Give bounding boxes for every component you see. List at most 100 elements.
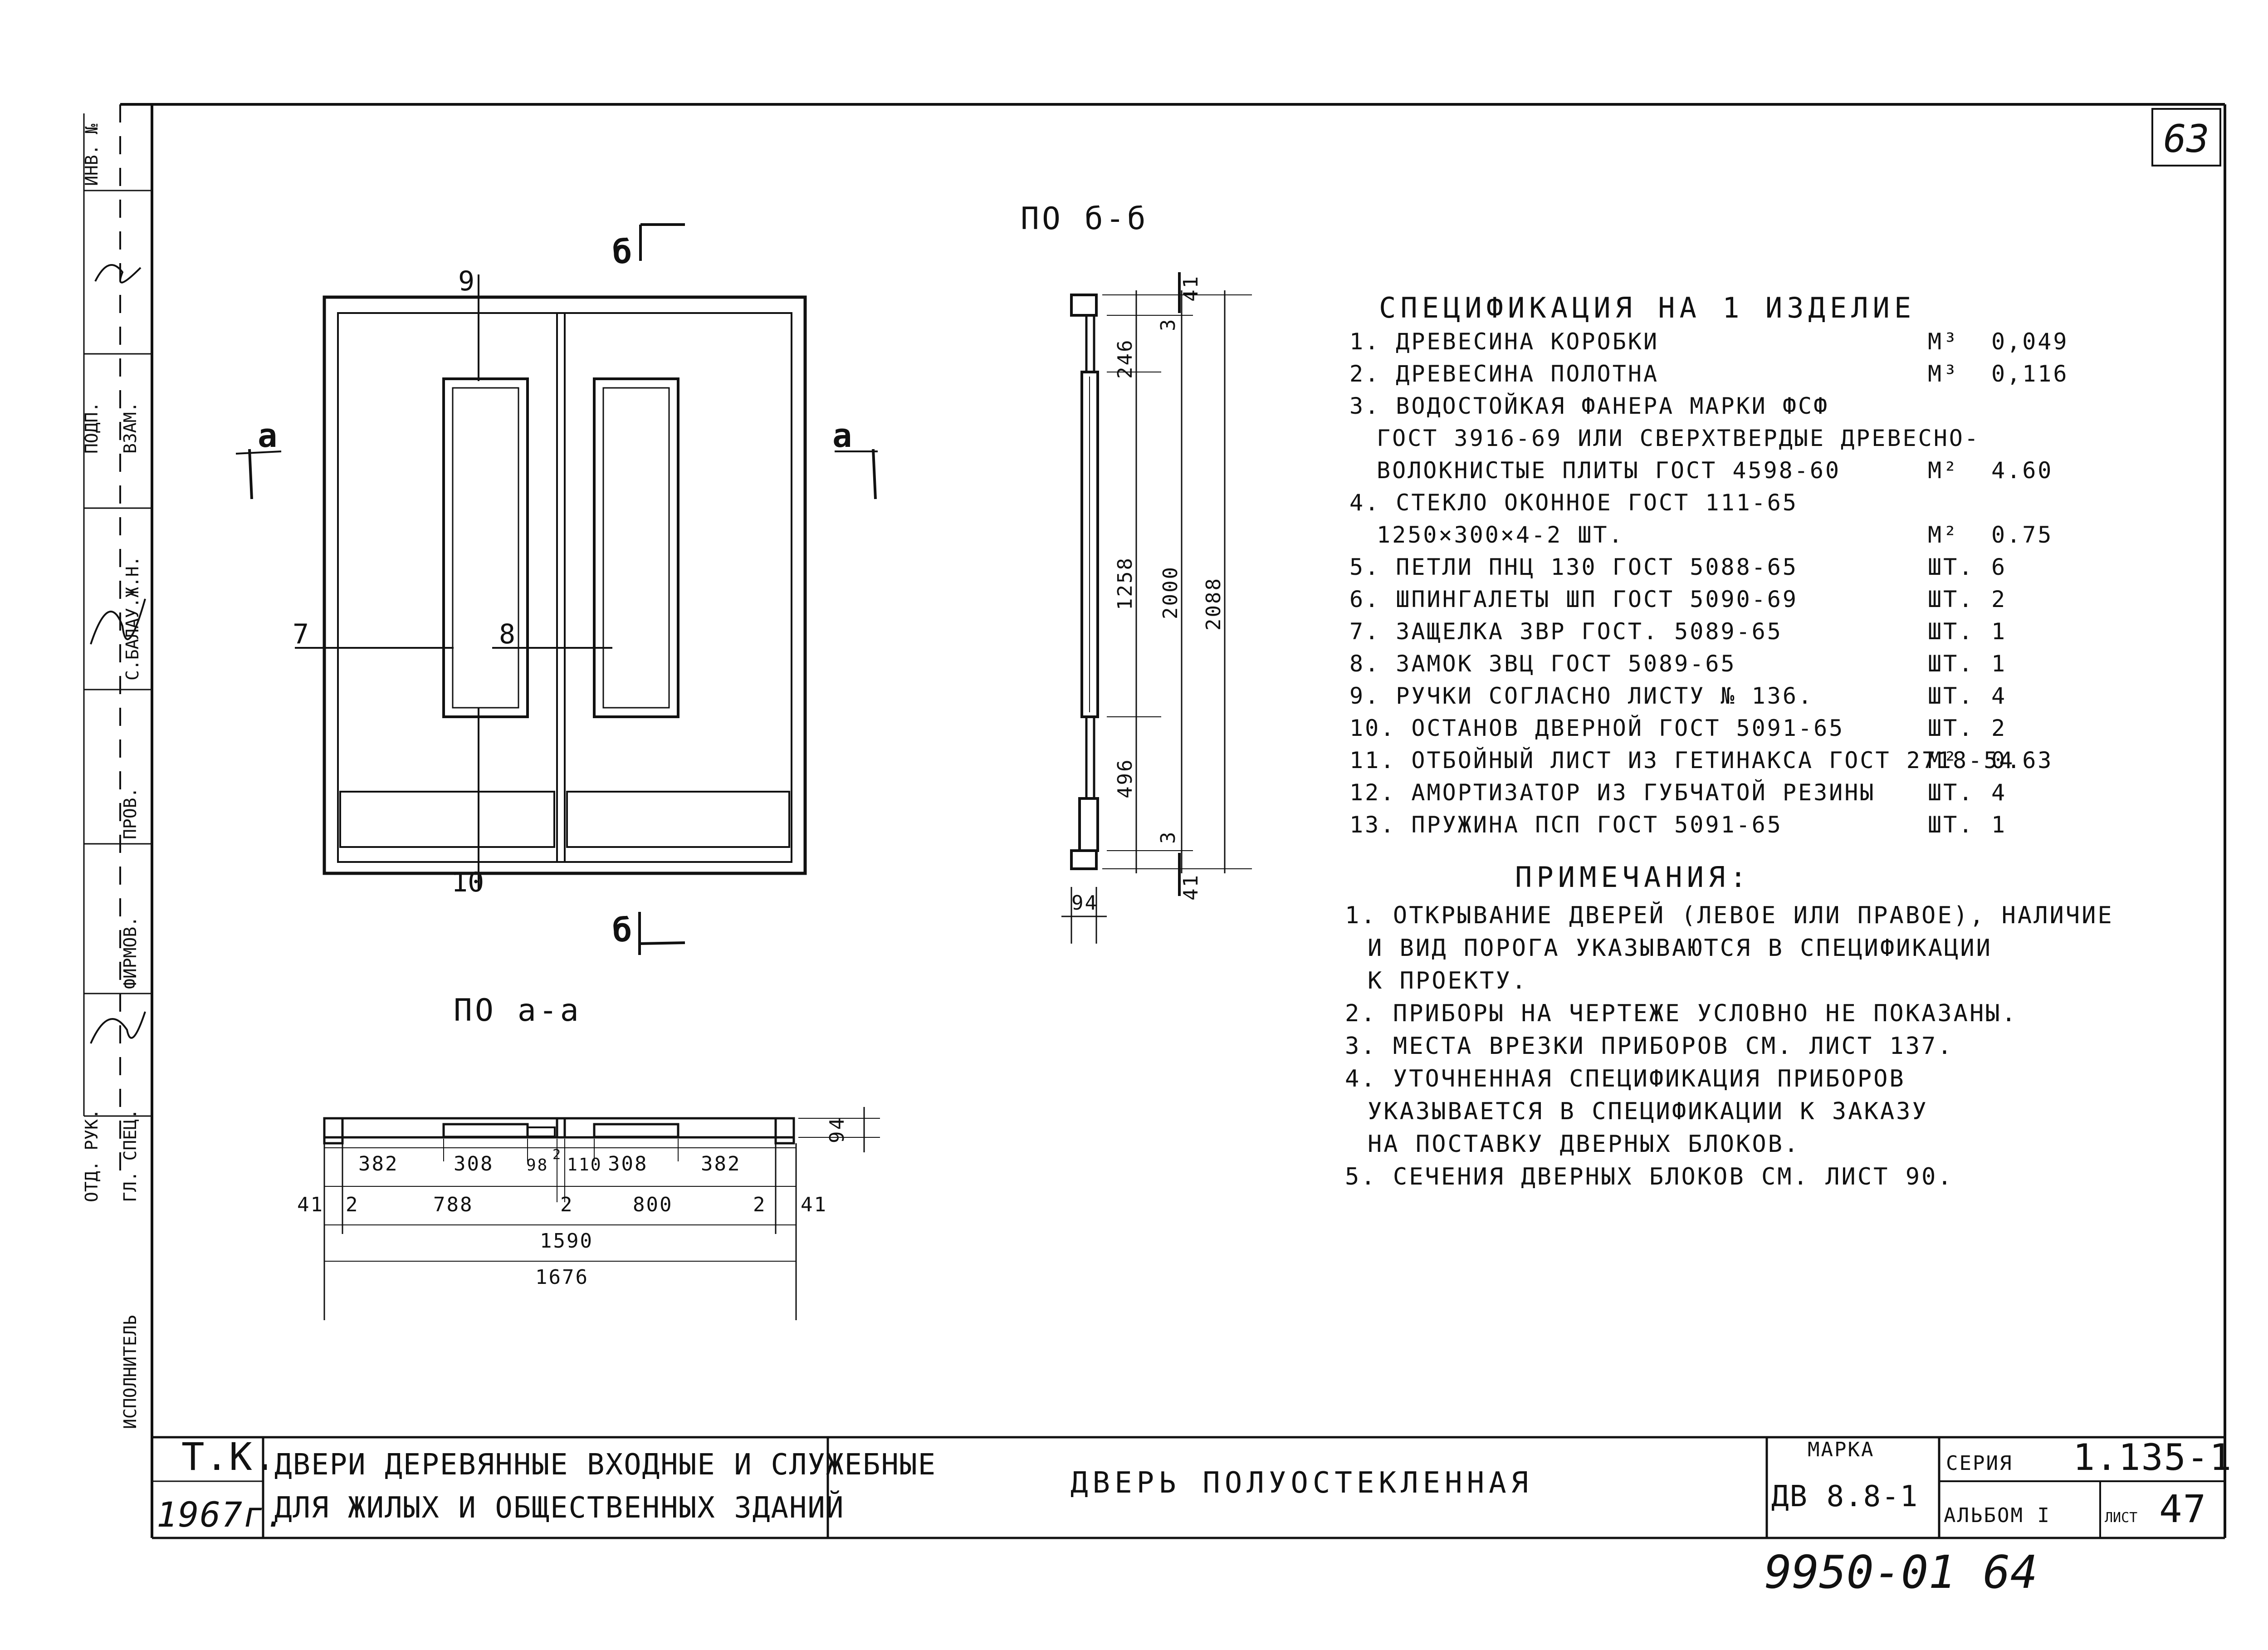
note-line: 1. ОТКРЫВАНИЕ ДВЕРЕЙ (ЛЕВОЕ ИЛИ ПРАВОЕ),… [1345,901,2114,929]
callout-10: 10 [451,867,484,898]
dim-total-height: 2088 [1202,577,1225,631]
spec-row-unit: М² [1928,747,1959,774]
plan-leaf-right: 800 [633,1193,673,1216]
spec-row-value: 2 [1991,586,2007,612]
callout-7: 7 [293,618,309,650]
cut-a-left: а [258,416,277,455]
note-line: К ПРОЕКТУ. [1368,967,1528,994]
note-line: 4. УТОЧНЕННАЯ СПЕЦИФИКАЦИЯ ПРИБОРОВ [1345,1065,1906,1092]
spec-row-value: 0,116 [1991,361,2069,387]
side-sign: ПОДП. [82,402,102,454]
spec-row-text: 7. ЗАЩЕЛКА ЗВР ГОСТ. 5089-65 [1349,618,1783,645]
spec-row-value: 4 [1991,683,2007,709]
spec-row-value: 0,049 [1991,328,2069,355]
front-elevation [235,223,878,955]
plan-leaf-left: 788 [433,1193,473,1216]
spec-row-unit: М² [1928,457,1959,484]
section-a-a [323,1107,880,1320]
spec-row-text: 6. ШПИНГАЛЕТЫ ШП ГОСТ 5090-69 [1349,586,1798,612]
plan-seg2: 308 [454,1152,494,1175]
notes: ПРИМЕЧАНИЯ: [1515,861,1751,894]
spec-row-unit: ШТ. [1928,715,1974,741]
specification-table: СПЕЦИФИКАЦИЯ НА 1 ИЗДЕЛИЕ [1379,291,1916,324]
plan-seg4: 110 [567,1155,602,1175]
plan-outer-total: 1676 [535,1266,589,1289]
plan-gap-left: 2 [346,1193,359,1216]
plan-thickness: 94 [826,1116,849,1143]
tb-title-line2: ДЛЯ ЖИЛЫХ И ОБЩЕСТВЕННЫХ ЗДАНИЙ [274,1490,844,1525]
tb-title-line1: ДВЕРИ ДЕРЕВЯННЫЕ ВХОДНЫЕ И СЛУЖЕБНЫЕ [274,1448,936,1482]
spec-row-text: 1250×300×4-2 ШТ. [1377,522,1624,548]
title-block [152,1437,2225,1538]
plan-seg3: 98 [526,1156,548,1175]
tb-mark-label: МАРКА [1808,1438,1874,1461]
spec-row-value: 4 [1991,779,2007,806]
tb-series: 1.135-1 [2073,1436,2232,1479]
spec-row-value: 1 [1991,812,2007,838]
notes-title: ПРИМЕЧАНИЯ: [1515,861,1751,894]
spec-row-unit: ШТ. [1928,651,1974,677]
spec-row-text: 2. ДРЕВЕСИНА ПОЛОТНА [1349,361,1659,387]
dim-top-small: 3 [1157,318,1180,332]
side-replaced: ВЗАМ. [120,402,140,454]
tb-name: ДВЕРЬ ПОЛУОСТЕКЛЕННАЯ [1070,1466,1533,1500]
plan-gap-right: 2 [753,1193,767,1216]
spec-row-value: 0.63 [1991,747,2053,774]
plan-seg1: 382 [358,1152,398,1175]
dim-lower: 496 [1114,759,1137,798]
tb-sheet: 47 [2159,1487,2207,1531]
spec-row-unit: М³ [1928,328,1959,355]
spec-row-unit: ШТ. [1928,812,1974,838]
note-line: 3. МЕСТА ВРЕЗКИ ПРИБОРОВ СМ. ЛИСТ 137. [1345,1033,1954,1060]
dim-bottom-gap: 41 [1179,874,1202,901]
view-title-b: ПО б-б [1021,201,1149,237]
spec-row-text: 4. СТЕКЛО ОКОННОЕ ГОСТ 111-65 [1349,490,1798,516]
spec-title: СПЕЦИФИКАЦИЯ НА 1 ИЗДЕЛИЕ [1379,291,1916,324]
spec-row-unit: ШТ. [1928,779,1974,806]
spec-row-unit: ШТ. [1928,618,1974,645]
spec-row-value: 6 [1991,554,2007,580]
note-line: НА ПОСТАВКУ ДВЕРНЫХ БЛОКОВ. [1368,1131,1800,1158]
spec-row-value: 4.60 [1991,457,2053,484]
callout-9: 9 [458,265,474,297]
notes-lines: 1. ОТКРЫВАНИЕ ДВЕРЕЙ (ЛЕВОЕ ИЛИ ПРАВОЕ),… [1345,901,2114,1190]
dim-leaf-height: 2000 [1159,566,1182,619]
cut-b-bottom: б [612,911,632,949]
plan-gap-mid: 2 [560,1193,574,1216]
archive-number: 9950-01 64 [1765,1546,2038,1599]
spec-row-text: ГОСТ 3916-69 ИЛИ СВЕРХТВЕРДЫЕ ДРЕВЕСНО- [1377,425,1980,451]
dim-side-thickness: 94 [1071,891,1098,915]
sheet-number: 63 [2163,117,2209,161]
spec-row-text: 12. АМОРТИЗАТОР ИЗ ГУБЧАТОЙ РЕЗИНЫ [1349,779,1876,806]
tb-year: 1967г. [156,1494,287,1535]
plan-seg3-small: 2 [552,1147,562,1163]
spec-row-text: ВОЛОКНИСТЫЕ ПЛИТЫ ГОСТ 4598-60 [1377,457,1841,484]
side-chief: ГЛ. СПЕЦ. [120,1109,140,1202]
tb-album-label: АЛЬБОМ I [1944,1504,2051,1527]
spec-row-value: 2 [1991,715,2007,741]
plan-frame-left: 41 [297,1193,324,1216]
dim-upper: 246 [1114,339,1137,379]
side-inv-no: ИНВ. № [82,124,102,186]
spec-row-text: 9. РУЧКИ СОГЛАСНО ЛИСТУ № 136. [1349,683,1813,709]
dim-top-gap: 41 [1179,275,1202,302]
plan-seg5: 308 [608,1152,648,1175]
tb-series-label: СЕРИЯ [1946,1452,2013,1475]
spec-row-unit: ШТ. [1928,586,1974,612]
spec-row-unit: М² [1928,522,1959,548]
cut-a-right: а [832,416,852,455]
tb-sheet-label: ЛИСТ [2105,1510,2137,1526]
spec-row-unit: ШТ. [1928,554,1974,580]
spec-row-unit: ШТ. [1928,683,1974,709]
callout-8: 8 [499,618,515,650]
sheet-border [119,103,2226,1539]
side-stamp [83,113,152,1117]
section-b-b [1061,272,1252,944]
spec-row-unit: М³ [1928,361,1959,387]
note-line: 5. СЕЧЕНИЯ ДВЕРНЫХ БЛОКОВ СМ. ЛИСТ 90. [1345,1163,1954,1190]
spec-row-text: 3. ВОДОСТОЙКАЯ ФАНЕРА МАРКИ ФСФ [1349,392,1829,419]
cut-b-top: б [612,233,632,271]
spec-row-text: 10. ОСТАНОВ ДВЕРНОЙ ГОСТ 5091-65 [1349,715,1844,741]
plan-frame-right: 41 [801,1193,827,1216]
